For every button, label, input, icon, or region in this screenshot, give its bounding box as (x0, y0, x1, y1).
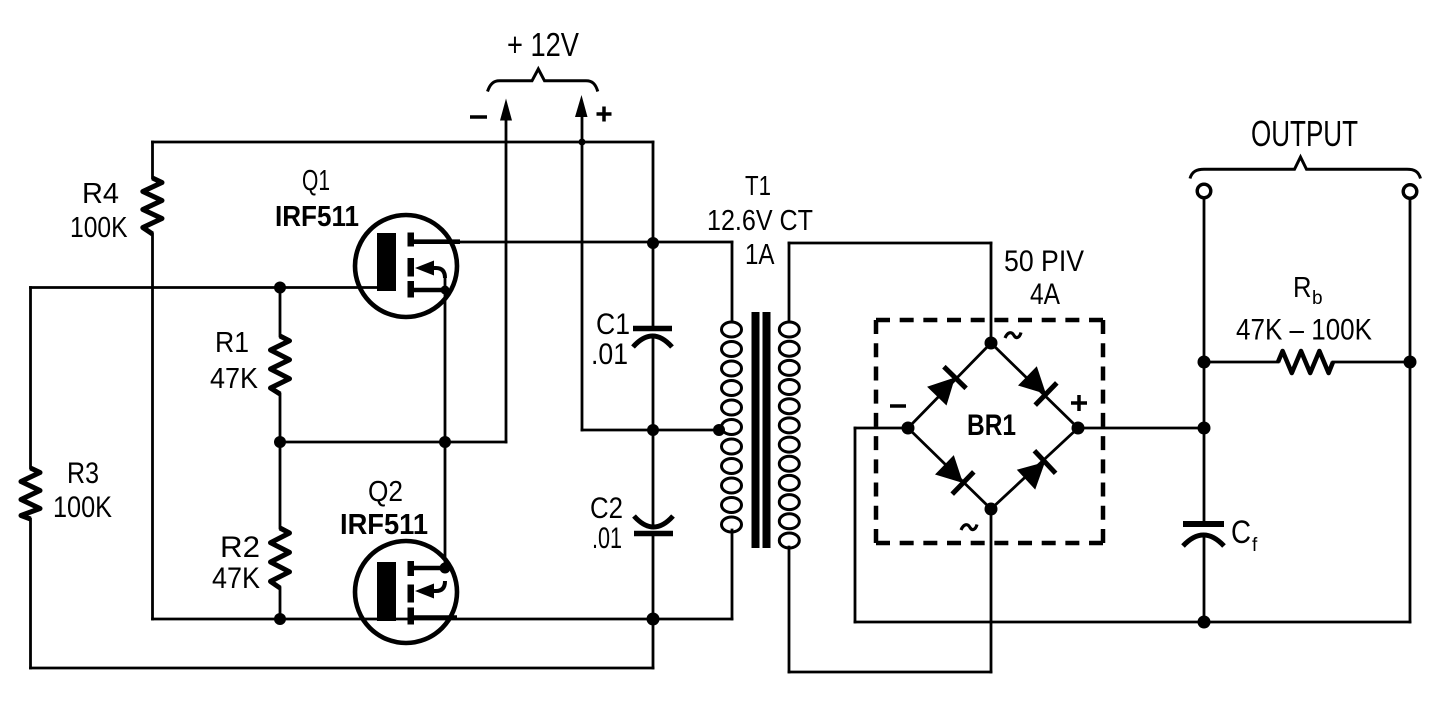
svg-text:R4: R4 (82, 178, 119, 210)
svg-text:OUTPUT: OUTPUT (1251, 113, 1358, 154)
svg-text:100K: 100K (70, 212, 128, 244)
svg-text:R3: R3 (67, 457, 99, 490)
svg-text:50 PIV: 50 PIV (1004, 245, 1084, 278)
svg-text:T1: T1 (745, 170, 771, 201)
svg-text:Q2: Q2 (368, 476, 403, 508)
svg-text:1A: 1A (745, 239, 775, 271)
svg-text:C2: C2 (590, 492, 623, 525)
svg-text:.01: .01 (592, 522, 622, 555)
svg-text:C1: C1 (596, 308, 630, 341)
svg-text:Q1: Q1 (302, 165, 330, 197)
svg-text:C: C (1231, 514, 1251, 550)
svg-text:f: f (1252, 535, 1258, 556)
svg-text:IRF511: IRF511 (340, 509, 428, 541)
svg-text:+ 12V: + 12V (507, 26, 579, 63)
svg-text:BR1: BR1 (967, 409, 1016, 442)
svg-text:R2: R2 (220, 531, 260, 564)
svg-text:R: R (1293, 272, 1312, 304)
svg-text:R1: R1 (215, 327, 249, 359)
svg-text:47K – 100K: 47K – 100K (1236, 314, 1372, 347)
svg-text:100K: 100K (53, 491, 112, 524)
svg-text:IRF511: IRF511 (275, 201, 359, 233)
svg-text:b: b (1312, 288, 1323, 309)
svg-text:4A: 4A (1030, 278, 1060, 311)
svg-text:47K: 47K (210, 363, 259, 395)
svg-text:12.6V CT: 12.6V CT (707, 205, 813, 237)
svg-text:.01: .01 (591, 338, 628, 371)
svg-text:47K: 47K (212, 562, 260, 595)
